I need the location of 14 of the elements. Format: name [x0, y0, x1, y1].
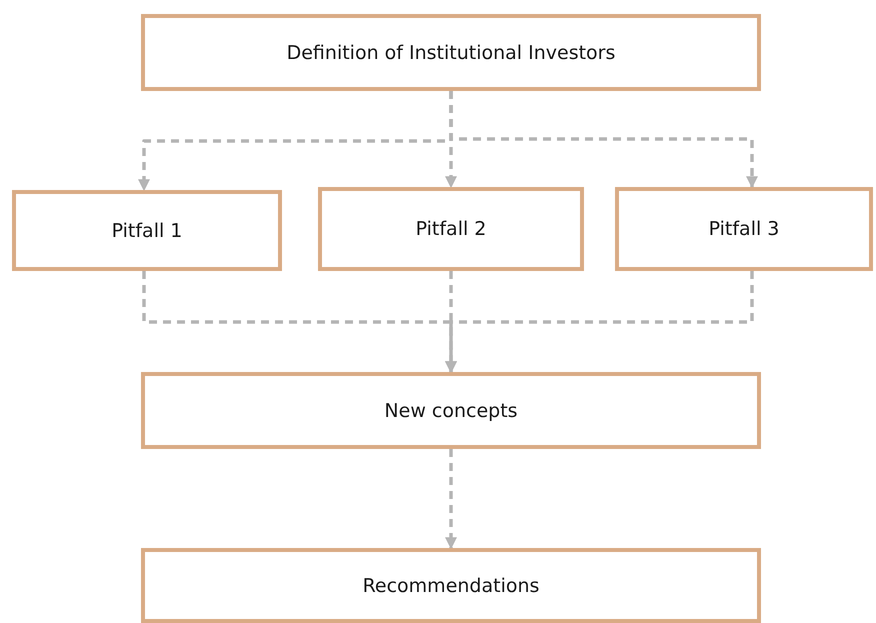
arrow [449, 91, 758, 188]
box-label: Recommendations [362, 574, 540, 596]
process-box [318, 187, 584, 271]
process-box [12, 190, 282, 271]
box-label: Definition of Institutional Investors [286, 42, 616, 64]
process-box [615, 187, 873, 271]
box-label: Pitfall 1 [112, 220, 182, 242]
process-box [141, 548, 761, 623]
arrow [445, 449, 457, 550]
process-box [141, 14, 761, 91]
box-label: Pitfall 2 [416, 218, 486, 240]
process-box [141, 372, 761, 449]
box-label: Pitfall 3 [708, 218, 780, 240]
box-label: New concepts [384, 400, 518, 422]
